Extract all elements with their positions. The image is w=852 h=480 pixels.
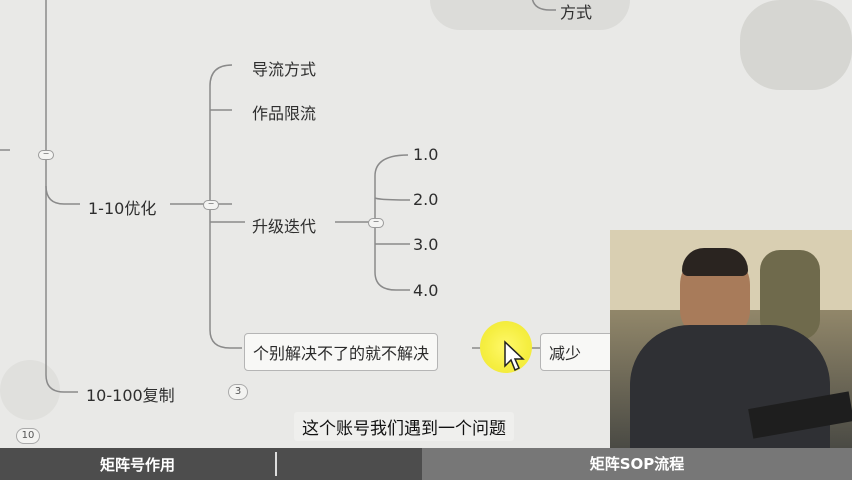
node-geibie[interactable]: 个别解决不了的就不解决 bbox=[244, 333, 439, 371]
node-version-3[interactable]: 3.0 bbox=[413, 235, 439, 254]
background-blob bbox=[740, 0, 852, 90]
node-partial-top[interactable]: 方式 bbox=[560, 3, 593, 22]
node-shengji[interactable]: 升级迭代 bbox=[252, 217, 317, 236]
collapse-toggle[interactable]: − bbox=[38, 150, 54, 160]
mindmap-canvas[interactable]: 方式 − − − 导流方式 作品限流 1-10优化 升级迭代 1.0 2.0 3… bbox=[0, 0, 852, 448]
bottom-bar: 矩阵号作用 矩阵SOP流程 bbox=[0, 448, 852, 480]
video-subtitle: 这个账号我们遇到一个问题 bbox=[294, 412, 514, 441]
collapse-toggle[interactable]: − bbox=[203, 200, 219, 210]
footer-tab-right[interactable]: 矩阵SOP流程 bbox=[422, 448, 852, 480]
node-version-4[interactable]: 4.0 bbox=[413, 281, 439, 300]
node-version-2[interactable]: 2.0 bbox=[413, 190, 439, 209]
node-jianshao[interactable]: 减少 bbox=[540, 333, 620, 371]
presenter-video bbox=[610, 230, 852, 448]
footer-divider bbox=[275, 452, 277, 476]
collapse-toggle[interactable]: − bbox=[368, 218, 384, 228]
footer-tab-left[interactable]: 矩阵号作用 bbox=[99, 456, 175, 474]
node-youhua[interactable]: 1-10优化 bbox=[88, 199, 157, 218]
node-jianshao-label: 减少 bbox=[549, 344, 582, 363]
child-count-badge[interactable]: 3 bbox=[228, 384, 248, 400]
mouse-cursor-icon bbox=[504, 340, 525, 372]
node-daoliu[interactable]: 导流方式 bbox=[252, 60, 317, 79]
node-fuzhi[interactable]: 10-100复制 bbox=[86, 386, 175, 405]
background-blob bbox=[430, 0, 630, 30]
page-number-badge: 10 bbox=[16, 428, 40, 444]
presenter-hair bbox=[682, 248, 748, 276]
node-version-1[interactable]: 1.0 bbox=[413, 145, 439, 164]
node-zuopin[interactable]: 作品限流 bbox=[252, 104, 317, 123]
background-blob bbox=[0, 360, 60, 420]
